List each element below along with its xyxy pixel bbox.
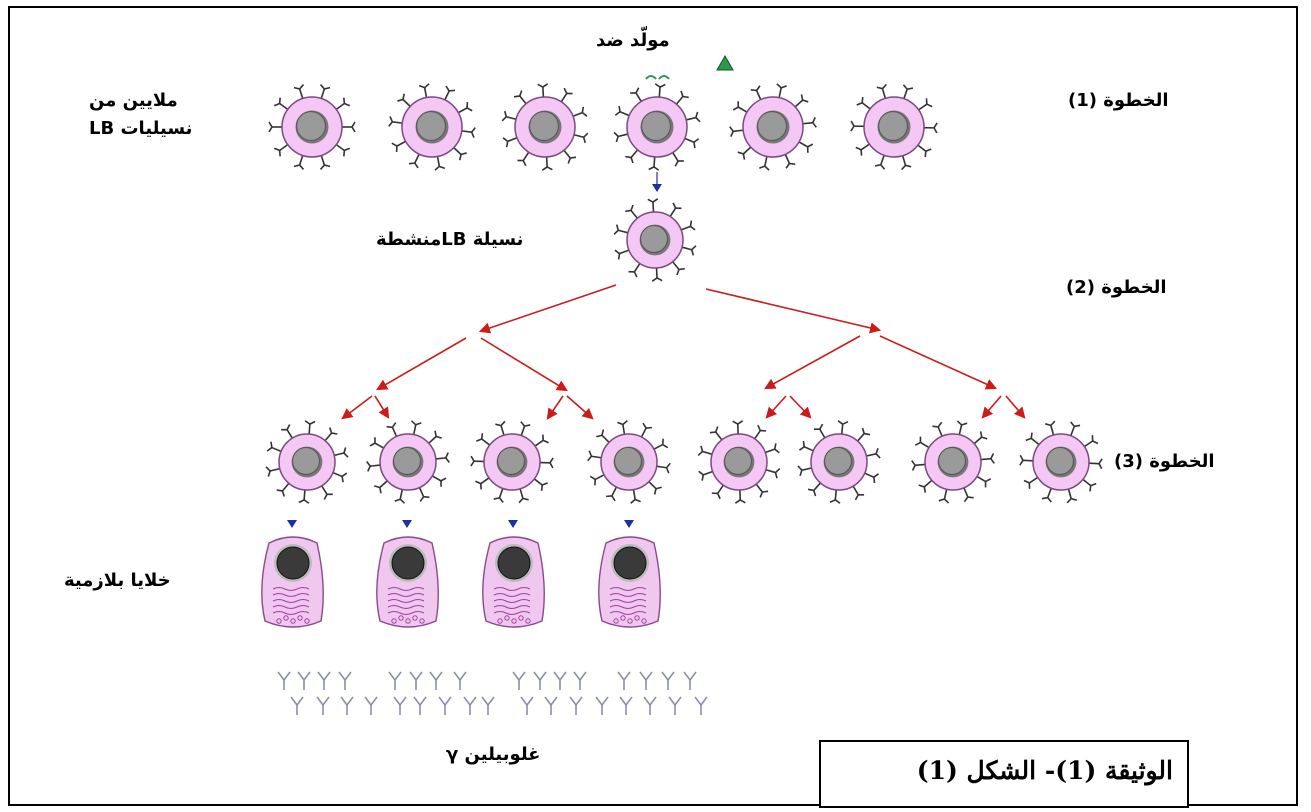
antibodies-group	[277, 671, 708, 715]
antigen-icon	[645, 54, 734, 80]
lymphocyte-cell	[697, 420, 781, 504]
division-arrow	[374, 395, 390, 419]
antibody-icon	[520, 696, 534, 715]
division-arrow	[764, 335, 861, 390]
division-arrow	[879, 335, 998, 390]
lymphocyte-cell	[613, 83, 701, 171]
plasma-cell	[482, 536, 545, 628]
plasma-cell	[598, 536, 661, 628]
step1-label: الخطوة (1)	[1068, 90, 1169, 111]
antibody-icon	[453, 671, 467, 690]
lymphocyte-cell	[470, 420, 554, 504]
activated-clone-label: نسيلة LBمنشطة	[376, 229, 524, 250]
antibody-icon	[619, 696, 633, 715]
antibody-icon	[683, 671, 697, 690]
antibody-icon	[409, 671, 423, 690]
antibody-icon	[694, 696, 708, 715]
lymphocyte-cell	[388, 83, 476, 171]
division-arrow	[480, 337, 568, 392]
antibody-icon	[533, 671, 547, 690]
lymphocyte-cell	[501, 83, 589, 171]
arrow-down-icon	[402, 520, 412, 528]
arrow-down-icon	[624, 520, 634, 528]
step2-label: الخطوة (2)	[1066, 277, 1167, 298]
antibody-icon	[277, 671, 291, 690]
antibody-icon	[290, 696, 304, 715]
antibody-icon	[388, 671, 402, 690]
figure-caption: الوثيقة (1)- الشكل (1)	[916, 756, 1173, 785]
document-frame	[8, 6, 1298, 806]
antibody-icon	[595, 696, 609, 715]
antibody-icon	[317, 671, 331, 690]
lymphocyte-cell	[850, 83, 938, 171]
plasma-cells-label: خلايا بلازمية	[64, 570, 171, 591]
antibody-icon	[569, 696, 583, 715]
division-arrows	[341, 284, 1026, 420]
arrow-down-icon	[287, 520, 297, 528]
antibody-icon	[364, 696, 378, 715]
lymphocyte-cell	[613, 198, 697, 282]
antibody-icon	[573, 671, 587, 690]
antibody-icon	[617, 671, 631, 690]
arrow-down-icon	[508, 520, 518, 528]
millions-label-line1: ملايين من	[89, 90, 178, 111]
gamma-globulin-label: γ غلوبيلين	[446, 744, 541, 765]
lb-clones-row	[268, 83, 938, 171]
antibody-icon	[481, 696, 495, 715]
division-arrow	[765, 395, 787, 419]
lymphocyte-cell	[268, 84, 356, 170]
antibody-icon	[553, 671, 567, 690]
antibody-icon	[643, 696, 657, 715]
division-arrow	[546, 395, 564, 420]
antibody-icon	[438, 696, 452, 715]
activated-lb-clone	[613, 172, 697, 282]
antibody-icon	[463, 696, 477, 715]
millions-label-line2: نسيليات LB	[89, 118, 193, 139]
antibody-icon	[340, 696, 354, 715]
lymphocyte-cell	[729, 83, 817, 171]
lymphocyte-cell	[265, 420, 349, 504]
antibody-icon	[544, 696, 558, 715]
antibody-icon	[668, 696, 682, 715]
arrow-down-icon	[652, 184, 662, 192]
plasma-cell	[261, 536, 324, 628]
lymphocyte-cell	[587, 420, 671, 504]
antigen-label: مولّد ضد	[596, 30, 670, 51]
antibody-icon	[393, 696, 407, 715]
division-arrow	[341, 395, 373, 420]
lymphocyte-cell	[911, 420, 995, 504]
plasma-cell	[376, 536, 439, 628]
antibody-icon	[639, 671, 653, 690]
division-arrow	[1005, 395, 1026, 419]
plasma-cells-row	[261, 520, 661, 628]
antibody-icon	[297, 671, 311, 690]
division-arrow	[789, 395, 812, 419]
antibody-icon	[512, 671, 526, 690]
division-arrow	[705, 288, 882, 334]
antibody-icon	[316, 696, 330, 715]
lymphocyte-cell	[1019, 420, 1103, 504]
antibody-icon	[338, 671, 352, 690]
division-arrow	[478, 284, 617, 334]
lymphocyte-cell	[797, 420, 881, 504]
figure-caption-box: الوثيقة (1)- الشكل (1)	[819, 740, 1189, 808]
antibody-icon	[661, 671, 675, 690]
division-arrow	[376, 337, 467, 391]
divided-cells-row	[265, 420, 1103, 504]
step3-label: الخطوة (3)	[1114, 451, 1215, 472]
antibody-icon	[413, 696, 427, 715]
division-arrow	[981, 395, 1002, 419]
lymphocyte-cell	[366, 420, 450, 504]
division-arrow	[566, 395, 594, 420]
antibody-icon	[429, 671, 443, 690]
